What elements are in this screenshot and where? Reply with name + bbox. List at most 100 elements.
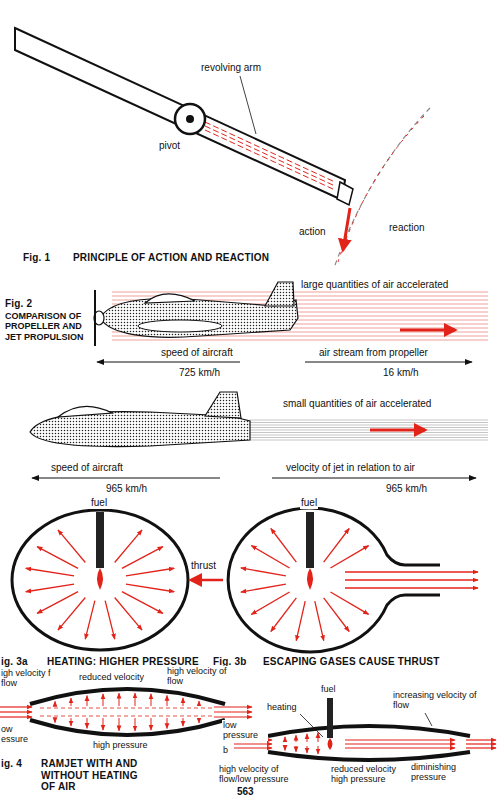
- pressure-arrow: [307, 734, 308, 742]
- flame: [328, 738, 333, 750]
- pressure-arrow: [285, 746, 286, 750]
- pivot-ring: [175, 104, 205, 134]
- flow-label: low pressure: [222, 720, 268, 741]
- callout-letter: b: [222, 745, 229, 755]
- part-label: fuel: [320, 684, 337, 694]
- jet-line: [250, 435, 488, 436]
- pressure-arrow: [330, 546, 368, 568]
- jet-line: [250, 420, 488, 421]
- flame: [307, 568, 313, 590]
- pressure-arrow: [126, 568, 174, 576]
- fuel-pipe: [96, 512, 104, 568]
- leader-line: [240, 76, 256, 134]
- speed-value: 16 km/h: [382, 367, 420, 379]
- pressure-arrow: [183, 698, 184, 706]
- tail-fin: [205, 392, 241, 418]
- revolving-arm-figure: [15, 28, 430, 268]
- gas-flow: [205, 122, 335, 182]
- pressure-arrow: [324, 598, 350, 632]
- flow-label: ow essure: [0, 724, 34, 745]
- jet-line: [250, 440, 488, 441]
- gas-flow: [205, 126, 335, 186]
- flow-label: reduced velocity high pressure: [330, 764, 406, 785]
- wing: [138, 320, 222, 332]
- pressure-arrow: [58, 530, 85, 563]
- air-line: [112, 340, 488, 341]
- outflow-arrow: [214, 706, 252, 707]
- leader-line: [425, 713, 432, 726]
- pressure-arrow: [151, 694, 152, 706]
- pressure-arrow: [122, 547, 163, 569]
- jet-aircraft: [30, 392, 250, 447]
- pressure-arrow: [318, 733, 319, 742]
- nozzle: [337, 182, 353, 205]
- flow-label: diminishing pressure: [410, 762, 474, 783]
- escaping-gas-arrow: [345, 587, 478, 588]
- outflow-arrow: [466, 739, 496, 740]
- pivot-pin: [186, 115, 194, 123]
- pressure-arrow: [296, 735, 297, 742]
- revolving-arm: [15, 28, 345, 200]
- outflow-arrow: [214, 716, 252, 717]
- pressure-arrow: [103, 694, 104, 706]
- pressure-arrow: [241, 568, 286, 576]
- part-label: thrust: [190, 560, 217, 572]
- pressure-arrow: [55, 718, 56, 723]
- figure-caption: PRINCIPLE OF ACTION AND REACTION: [72, 252, 270, 264]
- pressure-arrow: [26, 584, 74, 592]
- note-label: velocity of jet in relation to air: [285, 462, 416, 474]
- leader-line: [300, 714, 323, 737]
- pressure-arrow: [324, 529, 350, 563]
- figure-number: Fig. 2: [4, 298, 33, 310]
- inflow-arrow: [0, 706, 32, 707]
- note-label: small quantities of air accelerated: [282, 398, 432, 410]
- tail-fin: [265, 282, 294, 306]
- pressure-arrow: [135, 718, 136, 731]
- air-line: [112, 292, 488, 293]
- note-label: speed of aircraft: [50, 462, 124, 474]
- inflow-arrow: [234, 747, 272, 748]
- pressure-arrow: [71, 718, 72, 726]
- ramjet-wall: [30, 720, 225, 735]
- canopy: [145, 294, 195, 303]
- part-label: revolving arm: [200, 62, 262, 74]
- part-label: reaction: [388, 222, 426, 234]
- canopy: [58, 406, 112, 417]
- pressure-arrow: [119, 693, 120, 706]
- fuel-pipe: [306, 512, 314, 568]
- pressure-arrow: [199, 718, 200, 723]
- pressure-arrow: [307, 746, 308, 753]
- pressure-arrow: [55, 701, 56, 706]
- pressure-arrow: [122, 592, 163, 614]
- gas-flow: [205, 130, 335, 190]
- pressure-arrow: [251, 592, 289, 614]
- pressure-arrow: [115, 597, 142, 630]
- jet-line: [250, 425, 488, 426]
- flow-arrow: [370, 429, 425, 432]
- note-label: air stream from propeller: [318, 347, 429, 359]
- flow-label: igh velocity f flow: [0, 668, 54, 689]
- part-label: pivot: [158, 140, 181, 152]
- note-label: large quantities of air accelerated: [300, 279, 449, 291]
- pressure-arrow: [271, 598, 297, 632]
- pressure-arrow: [103, 718, 104, 730]
- flow-arrow: [345, 747, 455, 748]
- outflow-arrow: [466, 743, 496, 744]
- part-label: fuel: [300, 497, 318, 509]
- pressure-arrow: [71, 698, 72, 706]
- speed-arrow: [272, 478, 476, 479]
- pressure-arrow: [285, 737, 286, 742]
- pressure-arrow: [105, 601, 115, 639]
- pressure-arrow: [26, 568, 74, 576]
- escaping-gas-arrow: [345, 571, 478, 572]
- inflow-arrow: [234, 743, 272, 744]
- inflow-arrow: [0, 711, 32, 712]
- jet-stream: [250, 420, 488, 440]
- note-label: speed of aircraft: [160, 347, 234, 359]
- part-label: action: [298, 226, 327, 238]
- pressure-arrow: [199, 701, 200, 706]
- thrust-arrow: [191, 579, 223, 582]
- speed-arrow: [97, 362, 240, 363]
- pressure-arrow: [87, 718, 88, 728]
